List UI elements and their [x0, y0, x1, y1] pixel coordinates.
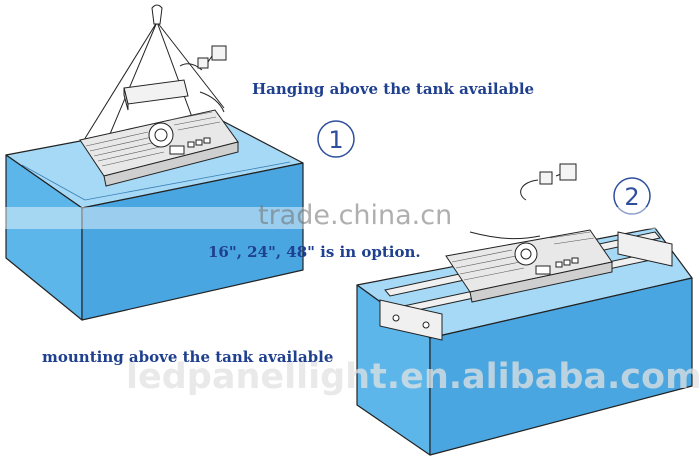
step-marker-two-label: 2	[624, 183, 639, 211]
watermark-top: trade.china.cn	[258, 200, 453, 231]
hanging-power-adapter	[123, 79, 189, 111]
hanging-fixture	[79, 109, 239, 187]
watermark-bottom: ledpanellight.en.alibaba.com	[126, 357, 700, 397]
right-bracket	[617, 231, 673, 267]
step-marker-two: 2	[613, 177, 651, 215]
step-marker-one-label: 1	[328, 126, 343, 154]
step-marker-one: 1	[317, 120, 355, 158]
mounted-fixture	[445, 229, 613, 303]
left-bracket	[379, 299, 443, 341]
hanging-wires	[83, 4, 225, 141]
hanging-fixture-fan-icon	[148, 122, 174, 148]
mounted-wall-plug	[539, 163, 577, 185]
left-tank-side	[81, 162, 304, 321]
sizes-option-label: 16", 24", 48" is in option.	[208, 243, 421, 261]
mounted-fixture-fan-icon	[514, 242, 538, 266]
hanging-wall-plug	[197, 45, 227, 69]
hanging-label: Hanging above the tank available	[252, 80, 535, 98]
right-tank-side	[429, 277, 693, 456]
mounting-label: mounting above the tank available	[42, 348, 334, 366]
watermark-band	[0, 207, 700, 229]
